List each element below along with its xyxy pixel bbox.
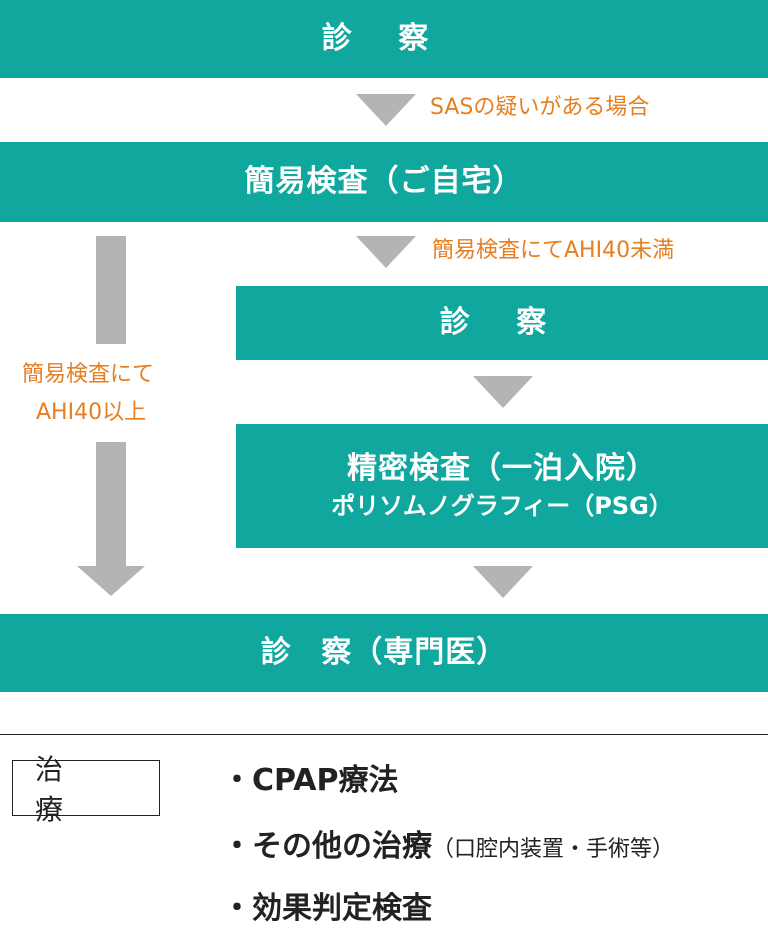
treatment-item: ・効果判定検査 bbox=[222, 894, 432, 924]
step-consultation-2-label: 診 察 bbox=[439, 305, 565, 341]
down-arrow-icon bbox=[473, 566, 533, 598]
step-detailed-test-title: 精密検査（一泊入院） bbox=[347, 450, 657, 486]
step-simple-test: 簡易検査（ご自宅） bbox=[0, 142, 768, 222]
step-consultation-1-label: 診 察 bbox=[321, 21, 447, 57]
bullet: ・ bbox=[222, 829, 252, 864]
step-specialist-consultation-label: 診 察（専門医） bbox=[260, 635, 508, 671]
bullet: ・ bbox=[222, 763, 252, 798]
treatment-item-text: その他の治療 bbox=[252, 829, 432, 864]
side-note-line2: AHI40以上 bbox=[36, 400, 147, 425]
down-arrow-icon bbox=[473, 376, 533, 408]
treatment-item: ・CPAP療法 bbox=[222, 766, 398, 796]
section-divider bbox=[0, 734, 768, 735]
step-consultation-2: 診 察 bbox=[236, 286, 768, 360]
down-arrow-icon bbox=[356, 94, 416, 126]
step-detailed-test-subtitle: ポリソムノグラフィー（PSG） bbox=[331, 492, 673, 521]
step-simple-test-label: 簡易検査（ご自宅） bbox=[244, 164, 524, 200]
treatment-item-detail: （口腔内装置・手術等） bbox=[432, 837, 675, 862]
step-consultation-1: 診 察 bbox=[0, 0, 768, 78]
note-sas-suspected: SASの疑いがある場合 bbox=[430, 95, 650, 120]
step-detailed-test: 精密検査（一泊入院） ポリソムノグラフィー（PSG） bbox=[236, 424, 768, 548]
treatment-label-box: 治 療 bbox=[12, 753, 160, 826]
treatment-label: 治 療 bbox=[35, 753, 86, 826]
bullet: ・ bbox=[222, 891, 252, 926]
treatment-item-text: CPAP療法 bbox=[252, 763, 399, 798]
side-down-arrow-icon bbox=[77, 566, 145, 596]
treatment-item: ・その他の治療（口腔内装置・手術等） bbox=[222, 832, 674, 862]
note-ahi-below-40: 簡易検査にてAHI40未満 bbox=[432, 238, 675, 263]
treatment-item-text: 効果判定検査 bbox=[252, 891, 432, 926]
side-arrow-upper-line bbox=[96, 236, 126, 344]
side-arrow-lower-line bbox=[96, 442, 126, 566]
step-specialist-consultation: 診 察（専門医） bbox=[0, 614, 768, 692]
side-note-line1: 簡易検査にて bbox=[22, 362, 155, 387]
down-arrow-icon bbox=[356, 236, 416, 268]
